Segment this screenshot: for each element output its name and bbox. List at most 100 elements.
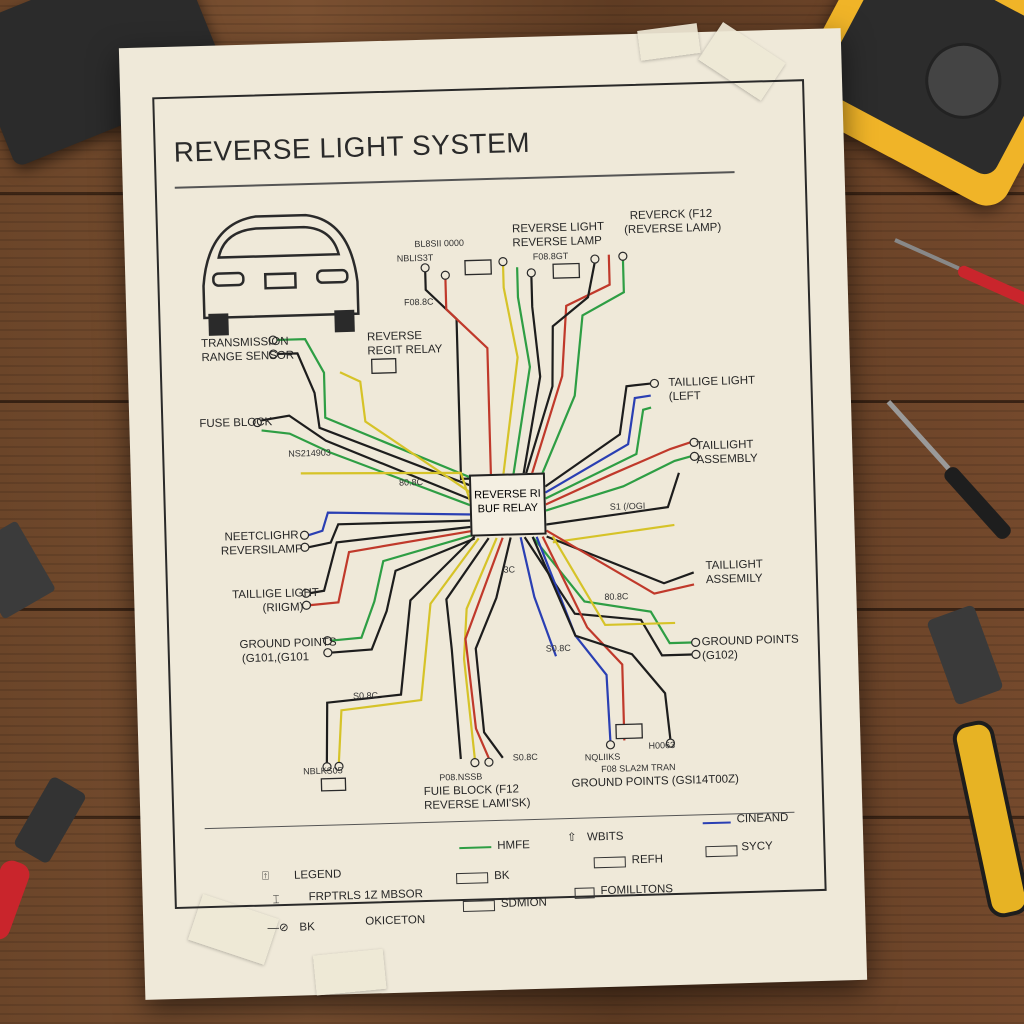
component-bottom-left-box xyxy=(320,777,347,792)
label-fuse-block-left: FUSE BLOCK xyxy=(199,416,273,431)
label-taillight-left-2: (LEFT xyxy=(668,390,701,404)
legend-bk1: BK xyxy=(299,921,315,934)
wire-left-neet-2 xyxy=(308,519,475,549)
wire-top-mid-3 xyxy=(521,274,542,478)
label-taillight-left: TAILLIGE LIGHT xyxy=(668,374,756,390)
wire-code-4: 80.8C xyxy=(604,591,629,602)
connector-left-5 xyxy=(300,542,310,552)
legend-box-refh xyxy=(593,856,626,869)
wire-top-mid-2 xyxy=(511,267,532,478)
wire-right-ground-2 xyxy=(523,536,693,657)
legend-bk2: BK xyxy=(493,869,510,883)
legend-box-sycy xyxy=(705,845,738,858)
component-relay-box xyxy=(370,357,397,374)
wire-left-trans-3 xyxy=(339,371,475,496)
label-top-reverse-light: REVERSE LIGHT xyxy=(511,220,605,236)
label-neetc-2: REVERSILAMP xyxy=(220,543,303,558)
component-bottom-right-box xyxy=(615,723,643,740)
wire-code-3: S0 8C xyxy=(352,690,379,701)
connector-right-2 xyxy=(689,437,699,447)
connector-right-3 xyxy=(689,451,700,461)
connector-bottom-4 xyxy=(484,757,494,767)
wire-left-fuse-2 xyxy=(261,429,475,508)
label-taillight-right-2: (RIIGM) xyxy=(262,601,304,615)
legend-icon-ground: —⊘ xyxy=(267,921,289,935)
wire-right-mid-1 xyxy=(552,523,675,544)
connector-top-6 xyxy=(618,251,628,261)
legend-box-bk xyxy=(456,872,489,885)
wire-left-tail-2 xyxy=(310,529,475,607)
wire-left-tail-1 xyxy=(309,525,475,595)
connector-right-1 xyxy=(649,378,660,389)
label-ground-right: GROUND POINTS xyxy=(701,633,799,649)
label-bottom-code-r3: F08 SLA2M TRAN xyxy=(601,762,676,775)
connector-left-3 xyxy=(252,417,262,428)
label-taillight-asm2-2: ASSEMILY xyxy=(705,572,763,587)
wire-code-5: S0.8C xyxy=(545,642,571,654)
wire-code-1: 80.8C xyxy=(398,476,424,488)
legend-wbits: WBITS xyxy=(586,830,624,844)
component-top-left-box xyxy=(464,259,492,276)
connector-bottom-5 xyxy=(605,740,616,750)
connector-bottom-3 xyxy=(470,758,480,768)
connector-top-5 xyxy=(590,254,600,264)
label-range-sensor: RANGE SENSOR xyxy=(201,349,295,365)
label-bottom-code-left: NBLKS05 xyxy=(302,765,343,777)
wire-left-fuse-1 xyxy=(261,414,475,502)
wire-left-trans-2 xyxy=(277,352,474,488)
legend-box-sdmion xyxy=(462,900,496,912)
connector-bottom-6 xyxy=(665,738,676,748)
reverse-relay-module: REVERSE RI BUF RELAY xyxy=(468,472,547,537)
wire-top-left-2 xyxy=(444,279,493,479)
connector-right-4 xyxy=(691,637,701,647)
label-ground-right-2: (G102) xyxy=(701,649,739,663)
legend-refh: REFH xyxy=(631,853,664,867)
wire-harness xyxy=(252,251,701,792)
wire-bottom-mid-2 xyxy=(462,537,498,759)
wire-right-asm-3 xyxy=(546,472,680,526)
connector-top-1 xyxy=(420,263,430,273)
relay-label-line1: REVERSE RI xyxy=(473,487,541,502)
wire-bottom-right-3 xyxy=(531,536,672,740)
wire-top-right-2 xyxy=(539,258,625,478)
connector-left-8 xyxy=(322,636,333,646)
legend-okiceton: OKICETON xyxy=(365,914,426,928)
label-relay-top-1: REVERSE xyxy=(366,329,423,344)
label-taillight-asm: TAILLIGHT xyxy=(696,438,754,453)
connector-bottom-1 xyxy=(322,762,332,772)
label-neetc-1: NEETCLIGHR xyxy=(224,529,299,544)
label-top-left-code2: NBLIS3T xyxy=(396,252,434,264)
label-taillight-right: TAILLIGE LIGHT xyxy=(232,586,320,602)
connector-left-4 xyxy=(299,530,310,540)
wire-left-ground-1 xyxy=(331,533,475,642)
legend-sdmion: SDMION xyxy=(500,896,548,910)
wire-left-neet-1 xyxy=(308,511,475,537)
relay-label-line2: BUF RELAY xyxy=(477,501,539,516)
connector-top-3 xyxy=(498,257,508,267)
wire-right-ground-3 xyxy=(551,535,676,627)
wire-right-mid-3 xyxy=(545,529,695,595)
connector-left-2 xyxy=(268,349,279,359)
wire-top-right-1 xyxy=(529,254,611,478)
label-top-right-2: (REVERSE LAMP) xyxy=(623,221,722,237)
wire-right-ground-1 xyxy=(531,536,692,645)
label-taillight-asm2: TAILLIGHT xyxy=(705,558,763,573)
legend-hmfe: HMFE xyxy=(497,839,531,853)
connector-right-5 xyxy=(691,649,701,659)
label-bottom-code-r2: H0063 xyxy=(648,740,676,751)
label-top-code-mid: F08.8GT xyxy=(532,250,569,262)
wire-top-mid-1 xyxy=(501,263,519,478)
label-code-left-mid: NS214903 xyxy=(288,447,331,459)
connector-left-9 xyxy=(323,648,333,658)
label-code-right-mid: S1 (/OGI xyxy=(609,500,646,512)
wire-right-asm-1 xyxy=(545,441,691,506)
legend-icon-arrow: ⇧ xyxy=(566,831,577,845)
label-relay-top-2: REGIT RELAY xyxy=(367,343,443,358)
label-top-reverse-lamp: REVERSE LAMP xyxy=(512,234,603,250)
wire-bottom-left-2 xyxy=(337,537,480,763)
pliers-right-icon xyxy=(926,604,1024,921)
wire-bottom-mid-3 xyxy=(464,537,504,759)
connector-left-6 xyxy=(301,588,311,598)
label-ground-left: GROUND POINTS xyxy=(239,636,337,652)
connector-bottom-2 xyxy=(334,761,344,771)
